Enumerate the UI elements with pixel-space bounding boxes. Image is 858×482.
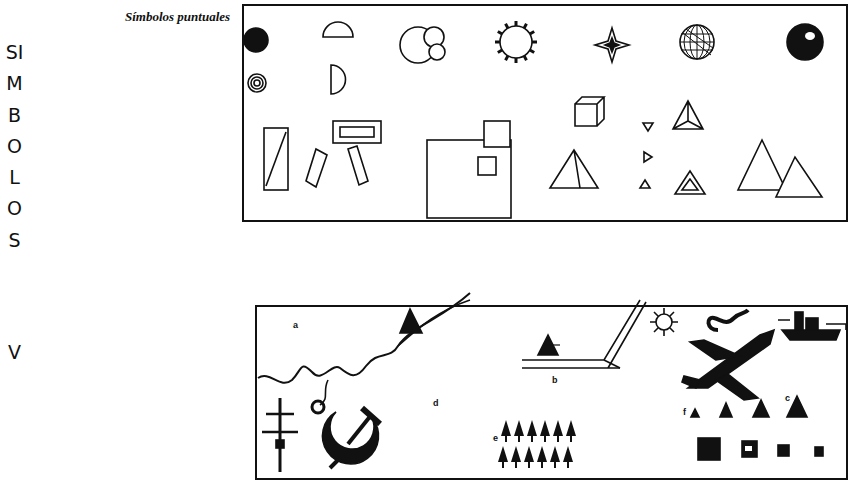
tree-symbol: [563, 446, 573, 468]
tree-symbol: [550, 446, 560, 468]
tree-symbol: [514, 420, 524, 442]
vertical-title: SIMBOLOS: [5, 37, 24, 256]
item-letter: d: [433, 398, 439, 408]
tree-symbol: [553, 420, 563, 442]
sun-tooth: [532, 41, 537, 44]
tree-symbol: [501, 420, 511, 442]
sun-tooth: [506, 56, 509, 60]
item-letter: a: [293, 320, 298, 330]
sun-tooth: [515, 21, 518, 26]
panel-heading: Símbolos puntuales: [125, 9, 230, 25]
item-letter: f: [683, 407, 686, 417]
tree-symbol: [566, 420, 576, 442]
tree-symbol: [524, 446, 534, 468]
sun-tooth: [530, 32, 534, 35]
sun-tooth: [524, 56, 527, 60]
tree-symbol: [540, 420, 550, 442]
sun-tooth: [515, 58, 518, 63]
symbol-panel: a b c d e f: [255, 305, 848, 480]
sun-tooth: [524, 24, 527, 28]
item-letter: b: [552, 375, 558, 385]
sun-tooth: [498, 50, 502, 53]
vertical-title: V: [5, 337, 24, 368]
sun-tooth: [530, 50, 534, 53]
tree-symbol: [537, 446, 547, 468]
sun-tooth: [498, 32, 502, 35]
item-letter: c: [785, 393, 790, 403]
tree-symbol: [527, 420, 537, 442]
item-letter: e: [493, 433, 498, 443]
sun-tooth: [506, 24, 509, 28]
tree-symbol: [498, 446, 508, 468]
sun-tooth: [495, 41, 500, 44]
symbol-panel: Símbolos puntuales: [242, 4, 848, 222]
tree-symbol: [511, 446, 521, 468]
